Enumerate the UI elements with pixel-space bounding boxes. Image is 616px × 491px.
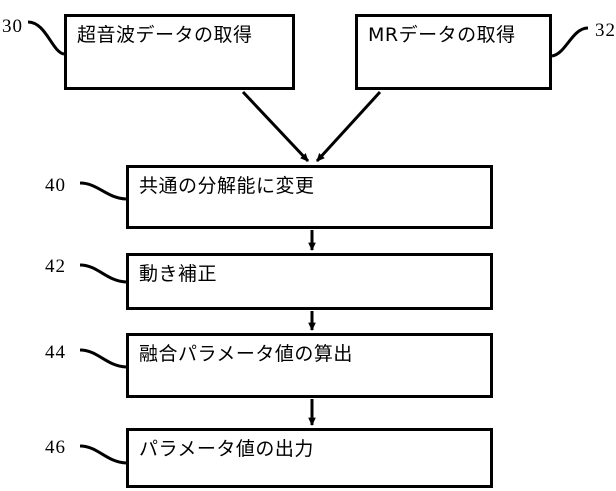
node-label-motion-correction: 動き補正 — [139, 263, 218, 285]
leader-line-46 — [79, 444, 127, 465]
connector-mr-to-common — [315, 90, 382, 163]
leader-line-32 — [551, 26, 589, 58]
node-output-parameter-value: パラメータ値の出力 — [126, 428, 493, 488]
reference-numeral-44: 44 — [45, 342, 66, 363]
node-label-output-parameter-value: パラメータ値の出力 — [139, 438, 314, 460]
node-label-acquire-ultrasound-data: 超音波データの取得 — [77, 24, 253, 46]
node-acquire-mr-data: MRデータの取得 — [355, 14, 552, 90]
connector-ultrasound-to-common — [241, 90, 310, 163]
node-label-change-to-common-resolution: 共通の分解能に変更 — [139, 175, 315, 197]
node-label-acquire-mr-data: MRデータの取得 — [368, 24, 516, 46]
node-motion-correction: 動き補正 — [126, 253, 493, 310]
leader-line-44 — [79, 348, 127, 369]
reference-numeral-40: 40 — [45, 175, 66, 196]
node-label-calculate-fusion-parameter-value: 融合パラメータ値の算出 — [139, 343, 353, 365]
reference-numeral-30: 30 — [2, 16, 23, 37]
leader-line-42 — [79, 263, 127, 284]
reference-numeral-32: 32 — [595, 20, 616, 41]
leader-line-40 — [79, 181, 127, 201]
leader-line-30 — [27, 20, 65, 56]
node-acquire-ultrasound-data: 超音波データの取得 — [64, 14, 295, 90]
node-change-to-common-resolution: 共通の分解能に変更 — [126, 165, 493, 229]
node-calculate-fusion-parameter-value: 融合パラメータ値の算出 — [126, 333, 493, 398]
reference-numeral-46: 46 — [45, 437, 66, 458]
reference-numeral-42: 42 — [45, 256, 66, 277]
